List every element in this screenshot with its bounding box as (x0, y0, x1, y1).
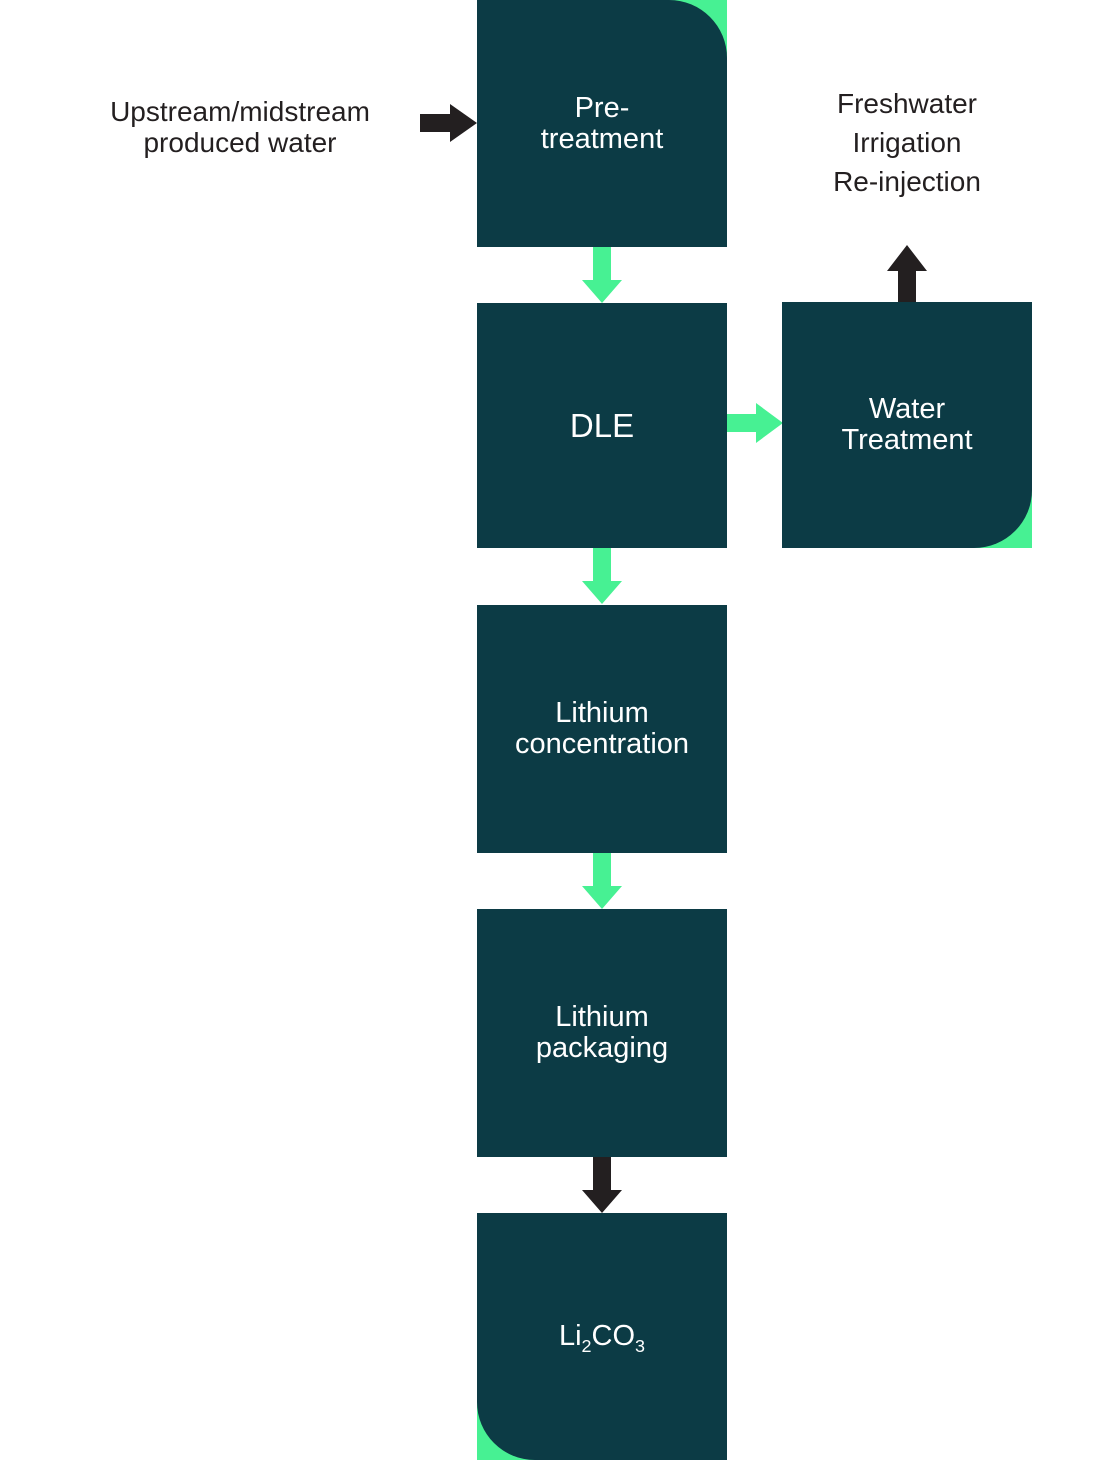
output-label: Freshwater Irrigation Re-injection (757, 84, 1057, 201)
arrow-down-icon (582, 853, 622, 909)
node-pretreatment: Pre- treatment (477, 0, 727, 247)
output-label-line1: Freshwater (836, 88, 978, 119)
node-pretreatment-label: Pre- treatment (540, 91, 664, 155)
node-dle: DLE (477, 303, 727, 548)
arrow-right-icon (727, 403, 783, 443)
output-label-line2: Irrigation (852, 127, 962, 158)
node-lithium-concentration: Lithium concentration (477, 605, 727, 853)
node-dle-label: DLE (569, 407, 635, 444)
node-li2co3: Li2CO3 (477, 1213, 727, 1460)
input-label-line1: Upstream/midstream (110, 96, 370, 127)
output-label-line3: Re-injection (833, 166, 981, 197)
arrow-down-icon (582, 548, 622, 604)
arrow-right-icon (420, 104, 477, 142)
arrow-up-icon (887, 245, 927, 302)
node-lithium-concentration-label: Lithium concentration (514, 697, 690, 760)
node-water-treatment-label: Water Treatment (841, 393, 973, 456)
input-label: Upstream/midstream produced water (55, 96, 425, 158)
node-lithium-packaging-label: Lithium packaging (535, 1001, 669, 1064)
node-water-treatment: Water Treatment (782, 302, 1032, 548)
node-li2co3-label: Li2CO3 (558, 1320, 646, 1356)
node-lithium-packaging: Lithium packaging (477, 909, 727, 1157)
input-label-line2: produced water (143, 127, 337, 158)
arrow-down-icon (582, 247, 622, 303)
arrow-down-icon (582, 1157, 622, 1213)
